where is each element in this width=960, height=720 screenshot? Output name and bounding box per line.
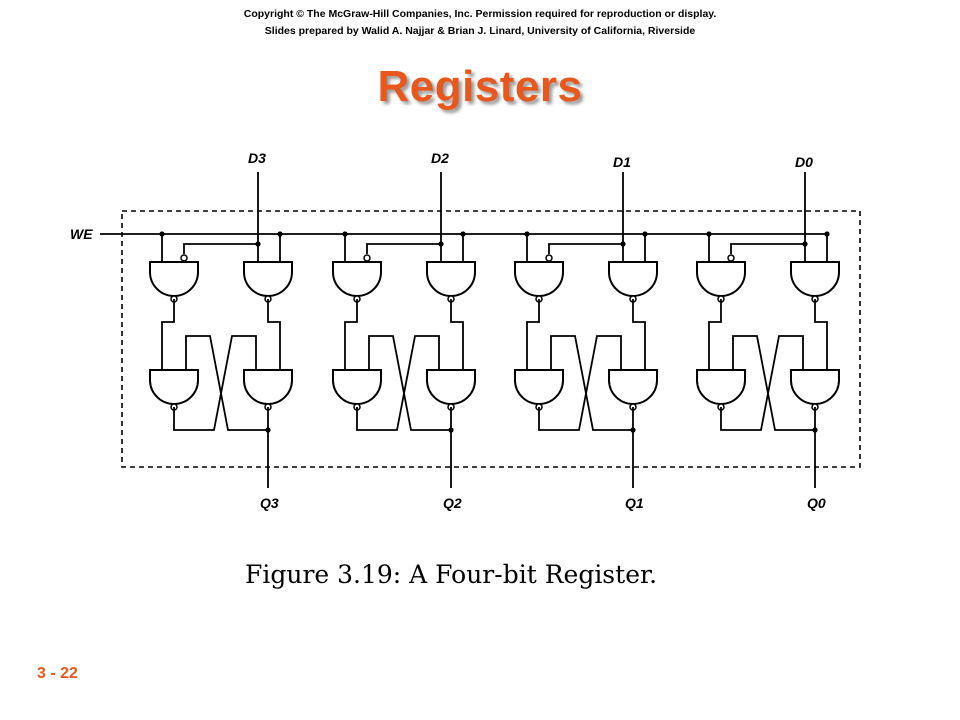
feedback-wire-b-2 <box>550 335 634 431</box>
set-wire-2 <box>526 299 540 370</box>
feedback-wire-a-3 <box>720 335 804 431</box>
d-invert-wire-3 <box>730 243 805 254</box>
feedback-wire-b-0 <box>185 335 269 431</box>
latch-nand-right-1 <box>426 369 476 405</box>
feedback-wire-a-0 <box>173 335 257 431</box>
d-label-3: D0 <box>795 154 813 170</box>
figure-caption: Figure 3.19: A Four-bit Register. <box>245 560 658 589</box>
we-junction-right-3 <box>824 231 830 237</box>
d-invert-wire-2 <box>548 243 623 254</box>
inverter-bubble-3 <box>727 254 735 262</box>
latch-nand-right-3 <box>790 369 840 405</box>
reset-wire-0 <box>267 299 281 370</box>
slide-title: Registers <box>377 62 583 111</box>
feedback-wire-b-3 <box>732 335 816 431</box>
inverter-bubble-0 <box>180 254 188 262</box>
feedback-wire-a-2 <box>538 335 622 431</box>
input-nand-right-0 <box>243 261 293 297</box>
input-nand-left-2 <box>514 261 564 297</box>
input-nand-right-1 <box>426 261 476 297</box>
q-junction-0 <box>265 427 271 433</box>
latch-nand-left-3 <box>696 369 746 405</box>
set-wire-3 <box>708 299 722 370</box>
we-junction-right-2 <box>642 231 648 237</box>
input-nand-left-0 <box>149 261 199 297</box>
we-junction-left-2 <box>524 231 530 237</box>
we-label: WE <box>70 226 93 242</box>
latch-nand-left-2 <box>514 369 564 405</box>
reset-wire-3 <box>814 299 828 370</box>
d-label-1: D2 <box>431 150 449 166</box>
input-nand-right-2 <box>608 261 658 297</box>
d-label-0: D3 <box>248 150 266 166</box>
slide-credit: Slides prepared by Walid A. Najjar & Bri… <box>264 25 696 37</box>
feedback-wire-a-1 <box>356 335 440 431</box>
q-junction-1 <box>448 427 454 433</box>
inverter-bubble-2 <box>545 254 553 262</box>
register-boundary <box>121 210 861 468</box>
q-label-1: Q2 <box>443 495 462 511</box>
q-label-3: Q0 <box>807 495 826 511</box>
d-invert-wire-1 <box>366 243 441 254</box>
set-wire-0 <box>161 299 175 370</box>
we-junction-right-1 <box>460 231 466 237</box>
we-junction-right-0 <box>277 231 283 237</box>
we-junction-left-0 <box>159 231 165 237</box>
input-nand-right-3 <box>790 261 840 297</box>
reset-wire-2 <box>632 299 646 370</box>
latch-nand-right-0 <box>243 369 293 405</box>
we-junction-left-1 <box>342 231 348 237</box>
set-wire-1 <box>344 299 358 370</box>
we-junction-left-3 <box>706 231 712 237</box>
inverter-bubble-1 <box>363 254 371 262</box>
slide-number: 3 - 22 <box>37 665 78 682</box>
q-label-2: Q1 <box>625 495 644 511</box>
reset-wire-1 <box>450 299 464 370</box>
q-junction-3 <box>812 427 818 433</box>
input-nand-left-1 <box>332 261 382 297</box>
d-label-2: D1 <box>613 154 631 170</box>
latch-nand-left-1 <box>332 369 382 405</box>
input-nand-left-3 <box>696 261 746 297</box>
feedback-wire-b-1 <box>368 335 452 431</box>
q-junction-2 <box>630 427 636 433</box>
q-label-0: Q3 <box>260 495 279 511</box>
latch-nand-left-0 <box>149 369 199 405</box>
d-invert-wire-0 <box>183 243 258 254</box>
latch-nand-right-2 <box>608 369 658 405</box>
copyright-notice: Copyright © The McGraw-Hill Companies, I… <box>243 8 717 20</box>
